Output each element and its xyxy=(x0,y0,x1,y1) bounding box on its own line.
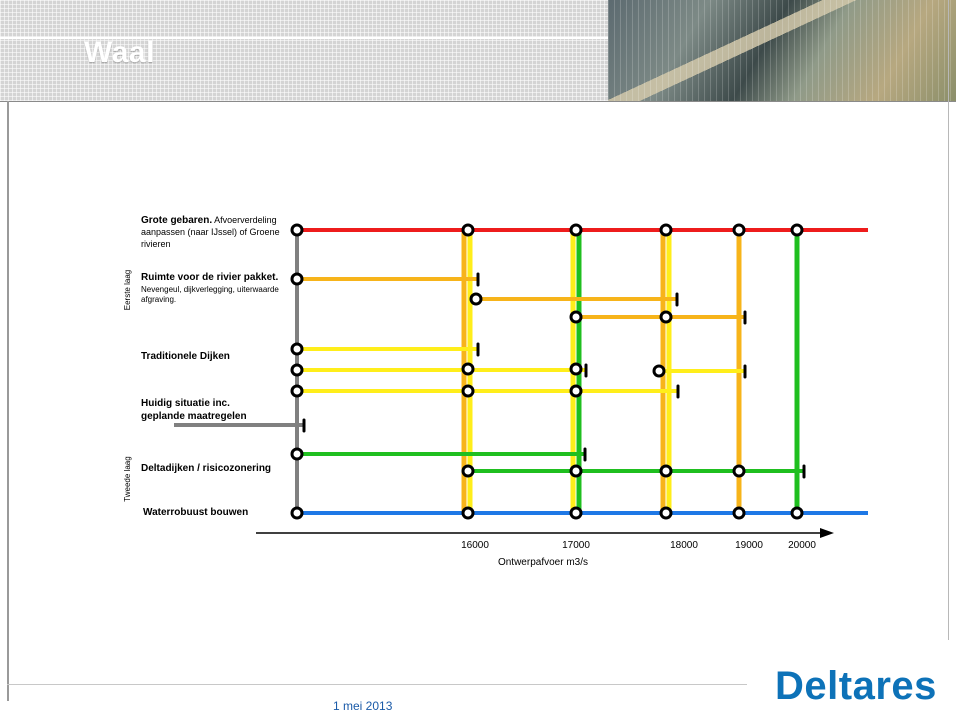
transfer-stations xyxy=(290,223,804,520)
axis-tick-18000: 18000 xyxy=(670,540,698,551)
axis-tick-20000: 20000 xyxy=(788,540,816,551)
header-photo xyxy=(608,0,956,101)
grote-gebaren-bold: Grote gebaren. xyxy=(141,215,212,226)
ruimte-line3: afgraving. xyxy=(141,295,176,304)
layer-label-second: Tweede laag xyxy=(123,456,132,501)
row-label-deltadijken: Deltadijken / risicozonering xyxy=(141,463,271,474)
grote-gebaren-line2: aanpassen (naar IJssel) of Groene xyxy=(141,227,280,237)
banner-rule xyxy=(0,37,956,39)
x-axis-title: Ontwerpafvoer m3/s xyxy=(498,557,588,568)
title-banner: Waal xyxy=(0,0,956,102)
row-label-huidig-2: geplande maatregelen xyxy=(141,411,247,422)
end-ticks xyxy=(302,272,806,479)
ruimte-line2: Nevengeul, dijkverlegging, uiterwaarde xyxy=(141,285,279,294)
grote-gebaren-line3: rivieren xyxy=(141,239,171,249)
x-axis-arrow xyxy=(820,528,834,538)
grote-gebaren-text: Afvoerverdeling xyxy=(212,215,277,225)
axis-tick-19000: 19000 xyxy=(735,540,763,551)
footer-rule xyxy=(7,684,747,685)
row-label-ruimte: Ruimte voor de rivier pakket. xyxy=(141,272,278,283)
slide-title: Waal xyxy=(84,36,155,69)
deltares-logo: Deltares xyxy=(775,664,937,708)
footer-date: 1 mei 2013 xyxy=(333,699,393,713)
right-border xyxy=(948,0,949,640)
row-label-waterrobuust: Waterrobuust bouwen xyxy=(143,507,248,518)
axis-tick-17000: 17000 xyxy=(562,540,590,551)
row-label-traditionele-dijken: Traditionele Dijken xyxy=(141,351,230,362)
axis-tick-16000: 16000 xyxy=(461,540,489,551)
layer-label-first: Eerste laag xyxy=(123,270,132,310)
left-border xyxy=(7,101,9,701)
row-label-grote-gebaren: Grote gebaren. Afvoerverdeling xyxy=(141,215,277,226)
row-label-huidig-1: Huidig situatie inc. xyxy=(141,398,230,409)
